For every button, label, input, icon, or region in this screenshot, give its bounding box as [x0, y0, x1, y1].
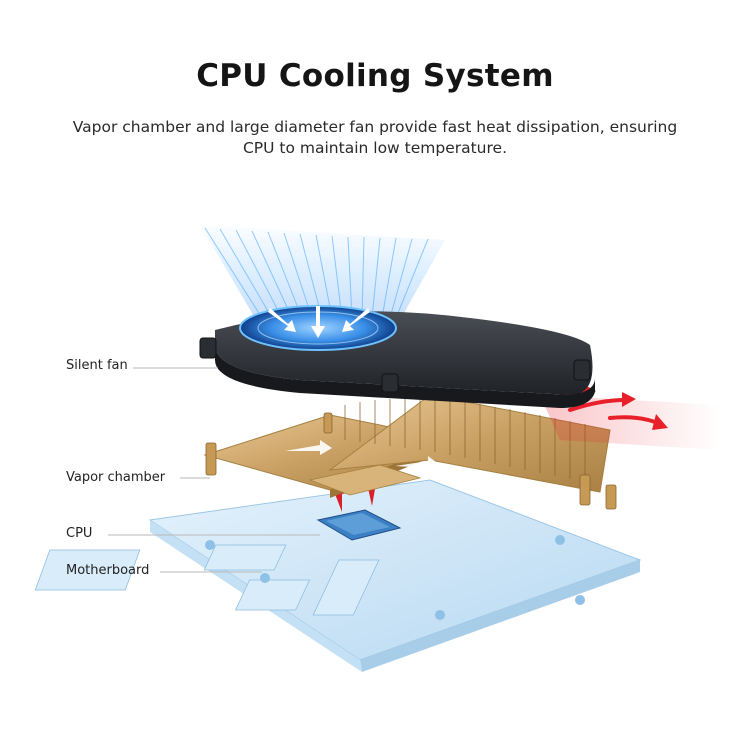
page-subtitle: Vapor chamber and large diameter fan pro…	[72, 118, 678, 157]
label-motherboard: Motherboard	[66, 563, 150, 578]
label-vapor-chamber: Vapor chamber	[66, 470, 166, 485]
label-leader-lines	[108, 367, 320, 573]
label-cpu: CPU	[66, 526, 93, 541]
page-title: CPU Cooling System	[196, 58, 554, 94]
label-silent-fan: Silent fan	[66, 358, 128, 373]
silent-fan	[199, 305, 595, 408]
motherboard	[34, 479, 642, 672]
cool-airflow-intake	[200, 225, 445, 320]
cpu-chip	[316, 509, 402, 541]
